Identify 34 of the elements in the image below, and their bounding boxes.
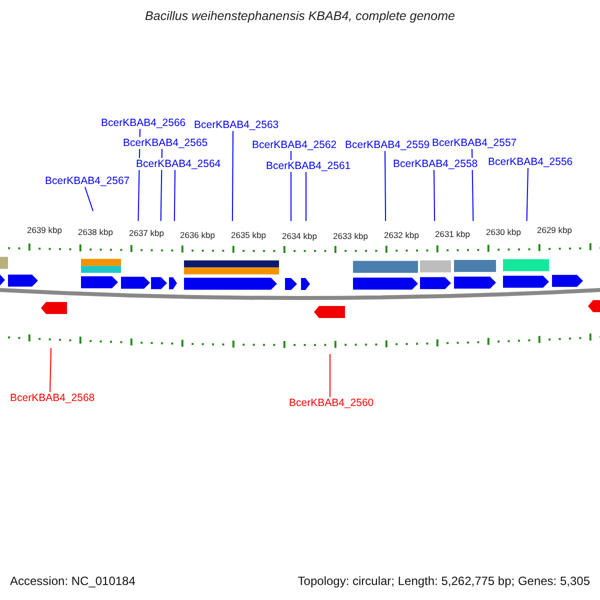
leader-line: [174, 170, 176, 222]
gene-label: BcerKBAB4_2565: [123, 137, 208, 149]
gene-label: BcerKBAB4_2566: [101, 117, 186, 129]
gene-label: BcerKBAB4_2557: [432, 137, 517, 149]
scale-label: 2638 kbp: [78, 227, 113, 237]
scale-label: 2631 kbp: [435, 229, 470, 239]
gene-label: BcerKBAB4_2561: [266, 160, 351, 172]
leader-line: [526, 168, 528, 222]
gene-label: BcerKBAB4_2559: [345, 139, 430, 151]
footer-text: Accession: NC_010184: [10, 574, 136, 588]
scale-label: 2633 kbp: [333, 231, 368, 241]
chart-title: Bacillus weihenstephanensis KBAB4, complete genome: [144, 9, 456, 23]
scale-label: 2629 kbp: [537, 225, 572, 235]
gene-label: BcerKBAB4_2568: [10, 392, 95, 404]
leader-line: [232, 130, 234, 222]
leader-line: [84, 186, 94, 212]
gene-label: BcerKBAB4_2567: [45, 175, 130, 187]
gene-label: BcerKBAB4_2560: [289, 397, 374, 409]
gene-label: BcerKBAB4_2558: [393, 158, 478, 170]
leader-line: [50, 348, 52, 392]
scale-label: 2636 kbp: [180, 230, 215, 240]
footer-text: Topology: circular; Length: 5,262,775 bp; Genes: 5,305: [298, 574, 590, 588]
scale-label: 2639 kbp: [27, 225, 62, 235]
leader-line: [434, 170, 436, 222]
gene-label: BcerKBAB4_2562: [252, 139, 337, 151]
scale-label: 2635 kbp: [231, 230, 266, 240]
scale-label: 2637 kbp: [129, 228, 164, 238]
leader-line: [384, 150, 386, 222]
scale-label: 2632 kbp: [384, 230, 419, 240]
scale-label: 2630 kbp: [486, 227, 521, 237]
gene-label: BcerKBAB4_2563: [194, 119, 279, 131]
gene-label: BcerKBAB4_2556: [488, 156, 573, 168]
scale-label: 2634 kbp: [282, 231, 317, 241]
gene-label: BcerKBAB4_2564: [136, 158, 221, 170]
